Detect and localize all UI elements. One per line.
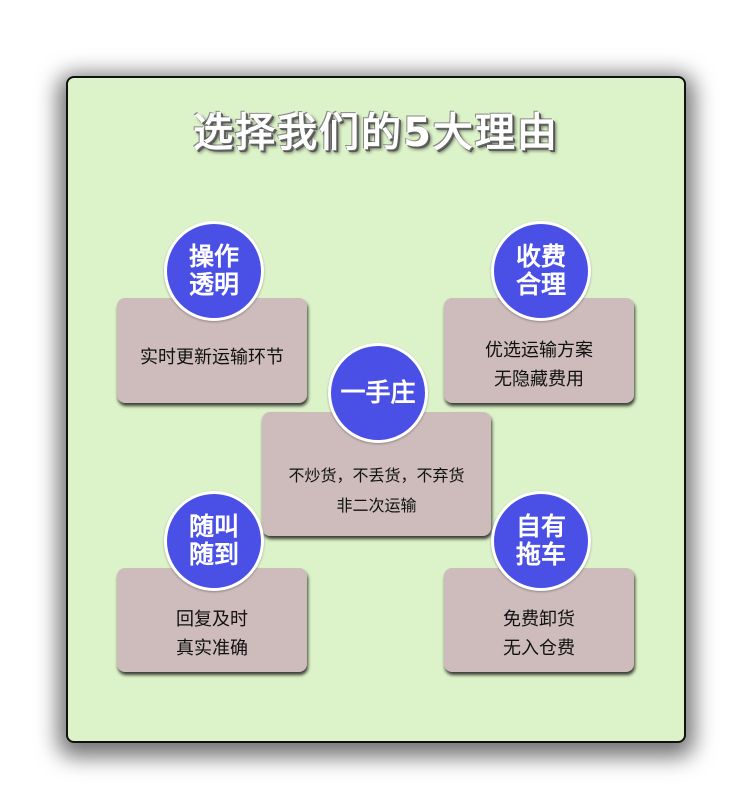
reason-text: 无隐藏费用 bbox=[494, 368, 584, 390]
reason-text: 优选运输方案 bbox=[485, 339, 593, 361]
badge-line: 收费 bbox=[515, 242, 566, 271]
reason-badge-transparent: 操作 透明 bbox=[164, 221, 264, 321]
badge-line: 随到 bbox=[188, 540, 239, 569]
reason-badge-own-trucks: 自有 拖车 bbox=[491, 491, 591, 591]
badge-line: 一手庄 bbox=[340, 378, 416, 407]
reason-text: 非二次运输 bbox=[336, 496, 417, 515]
reason-badge-reasonable-fees: 收费 合理 bbox=[491, 221, 591, 321]
badge-line: 拖车 bbox=[515, 540, 566, 569]
badge-line: 自有 bbox=[515, 512, 566, 541]
badge-line: 合理 bbox=[515, 270, 566, 299]
reason-text: 无入仓费 bbox=[503, 638, 575, 659]
badge-line: 操作 bbox=[188, 242, 239, 271]
reason-text: 不炒货，不丢货，不弃货 bbox=[288, 466, 465, 485]
reason-text: 回复及时 bbox=[176, 609, 248, 630]
badge-line: 随叫 bbox=[188, 512, 239, 541]
reason-text: 免费卸货 bbox=[503, 609, 575, 630]
reason-text: 真实准确 bbox=[176, 638, 248, 659]
page-title: 选择我们的5大理由 bbox=[193, 110, 559, 156]
reason-badge-on-call: 随叫 随到 bbox=[164, 491, 264, 591]
reason-text: 实时更新运输环节 bbox=[140, 347, 284, 368]
reason-badge-first-hand: 一手庄 bbox=[328, 343, 428, 443]
badge-line: 透明 bbox=[188, 270, 239, 299]
